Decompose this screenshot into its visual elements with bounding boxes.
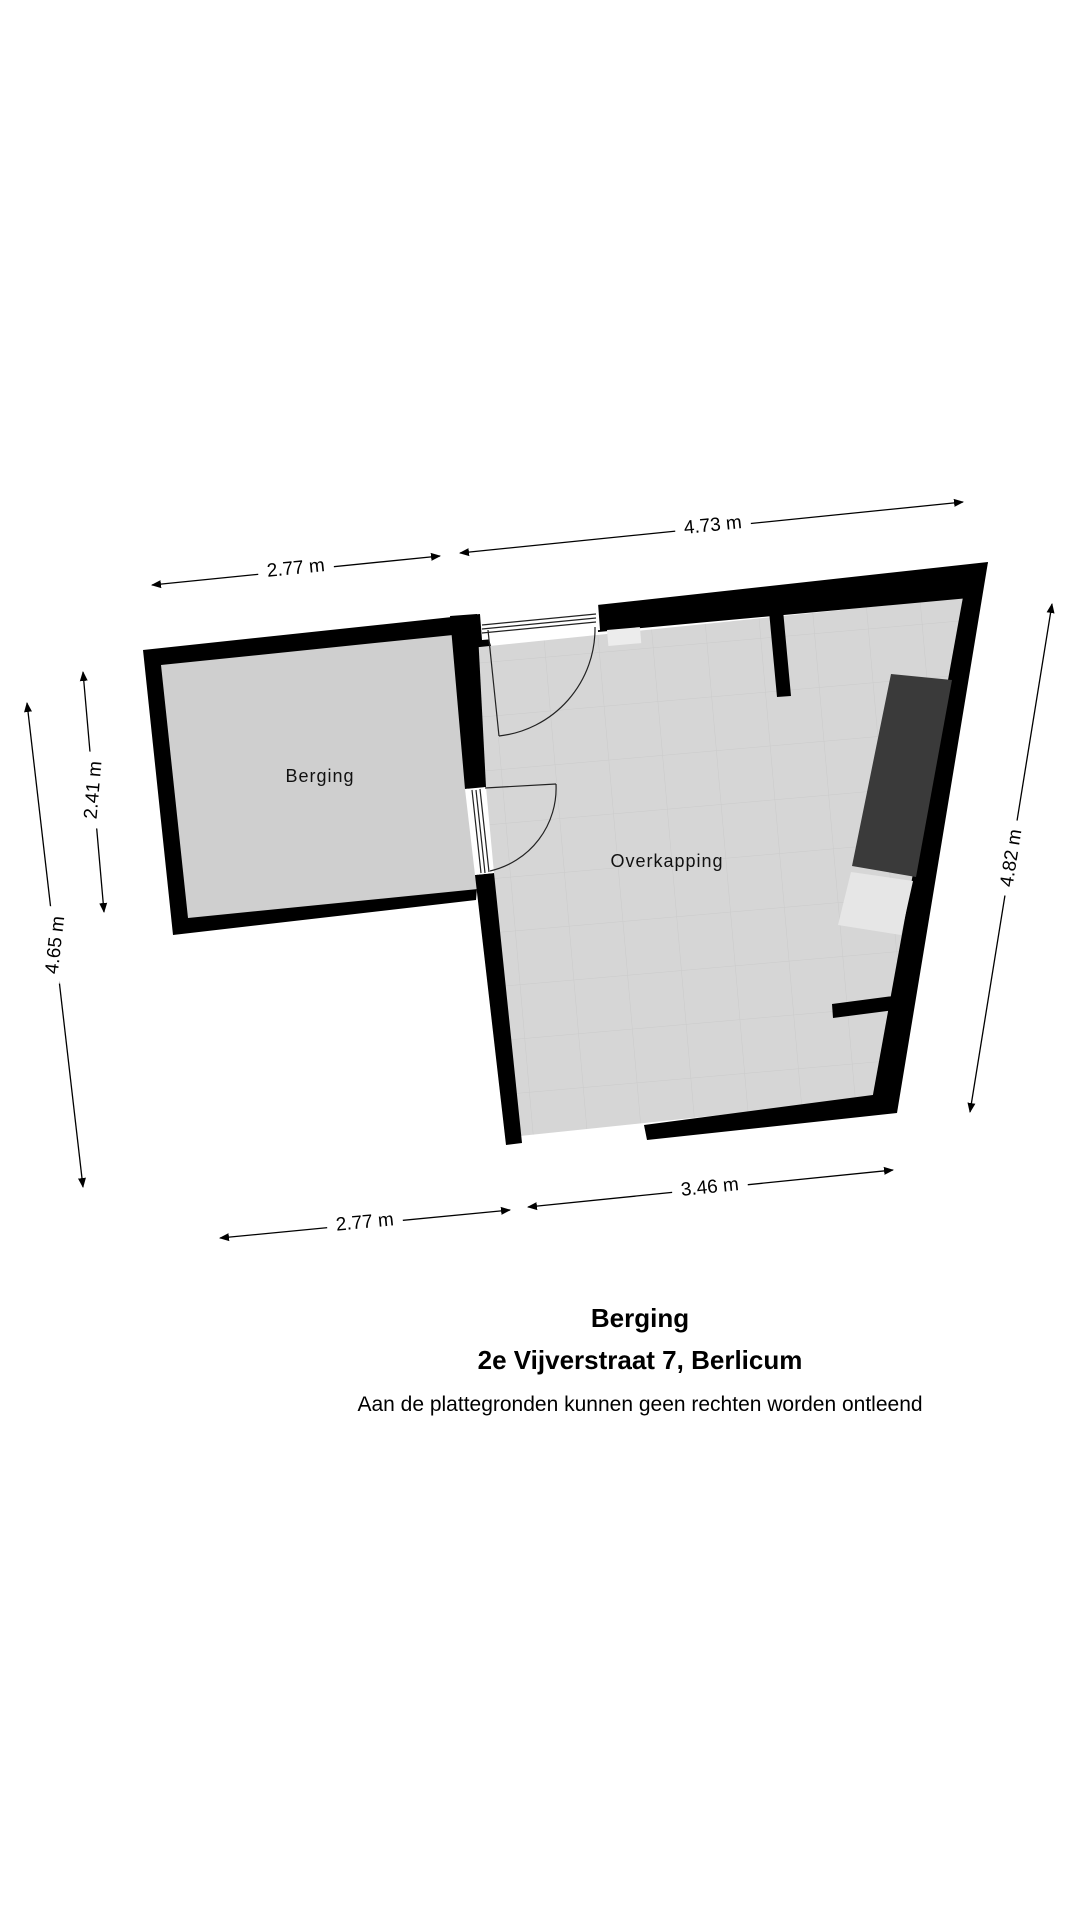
room-overkapping <box>450 562 988 1145</box>
caption-disclaimer: Aan de plattegronden kunnen geen rechten… <box>357 1393 923 1416</box>
overkapping-floor <box>470 597 968 1136</box>
room-label-berging: Berging <box>285 766 354 786</box>
door-top <box>480 603 600 737</box>
dim-label-left-inner: 2.41 m <box>81 760 107 820</box>
wall-right <box>872 562 988 1113</box>
wall-left-lower <box>475 873 522 1145</box>
wall-divider-upper <box>450 614 486 789</box>
wall-top <box>597 562 988 632</box>
dim-label-top-right: 4.73 m <box>683 512 743 539</box>
furniture-light-block <box>838 872 913 935</box>
berging-floor <box>161 635 478 918</box>
small-fixture <box>607 627 642 646</box>
wall-bottom <box>644 1093 897 1140</box>
dim-label-bottom-right: 3.46 m <box>680 1174 740 1201</box>
room-label-overkapping: Overkapping <box>610 851 723 871</box>
room-berging <box>143 614 496 935</box>
wall-stub-bottom <box>832 995 902 1018</box>
furniture-dark-cabinet <box>852 674 952 877</box>
wall-stub-top <box>769 610 791 697</box>
caption-address: 2e Vijverstraat 7, Berlicum <box>477 1345 803 1375</box>
door-side <box>465 783 557 875</box>
caption-title: Berging <box>590 1303 690 1333</box>
dim-label-bottom-left: 2.77 m <box>335 1209 395 1235</box>
dim-label-top-left: 2.77 m <box>266 555 326 582</box>
